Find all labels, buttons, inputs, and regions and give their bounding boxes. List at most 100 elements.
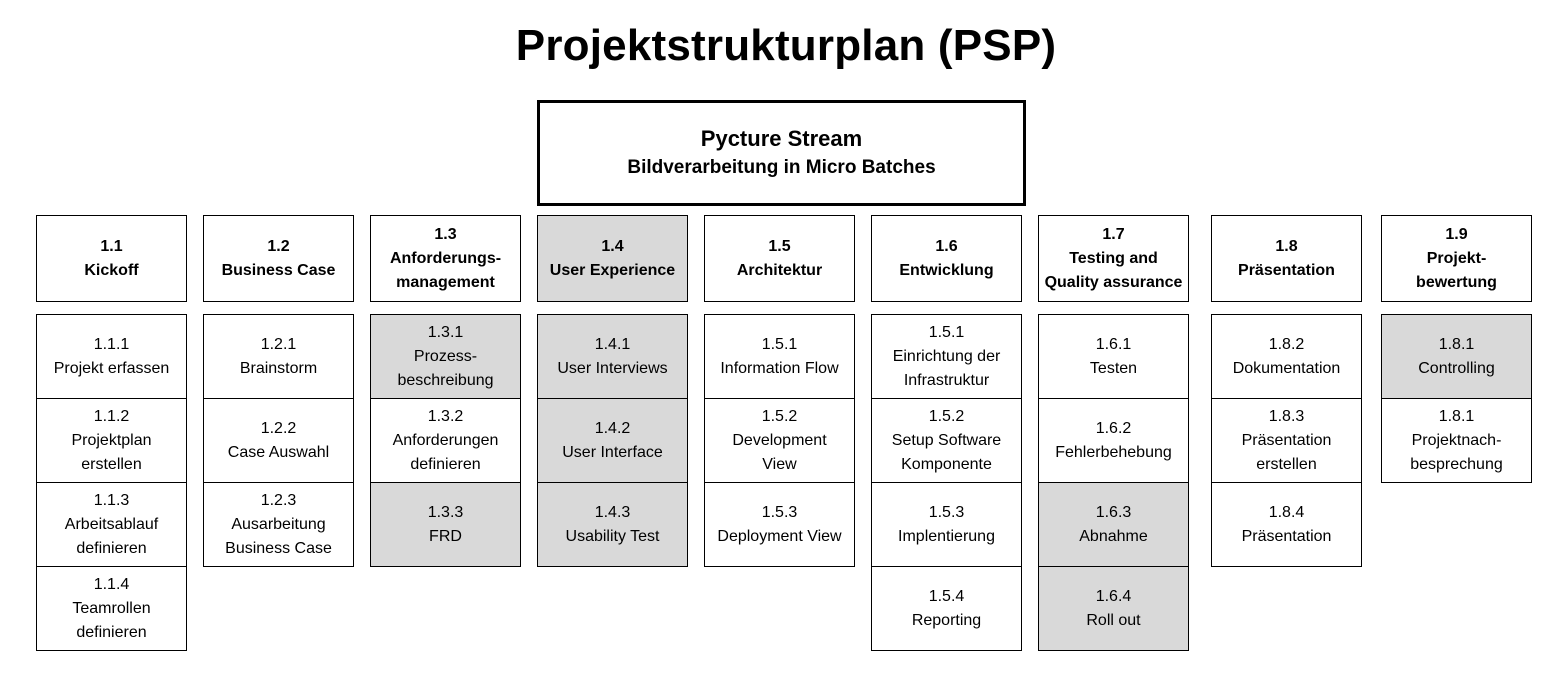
node-id: 1.7 — [1102, 225, 1125, 243]
node-id: 1.1.4 — [93, 575, 130, 593]
node-label: Abnahme — [1079, 527, 1148, 545]
node-id: 1.6 — [935, 237, 958, 255]
node-label: Information Flow — [720, 359, 839, 377]
node-label: Präsentation — [1241, 527, 1332, 545]
node-label: Development View — [732, 431, 827, 473]
node-label: Setup Software Komponente — [891, 431, 1002, 473]
node-id: 1.6.1 — [1095, 335, 1132, 353]
node-label: Usability Test — [565, 527, 660, 545]
node-label: Prozess- beschreibung — [397, 347, 494, 389]
node-label: Testing and Quality assurance — [1044, 249, 1183, 291]
node-label: User Interface — [562, 443, 663, 461]
node-id: 1.2 — [267, 237, 290, 255]
node-label: Implentierung — [898, 527, 995, 545]
node-id: 1.5.3 — [761, 503, 798, 521]
node-id: 1.5.4 — [928, 587, 965, 605]
node-id: 1.6.3 — [1095, 503, 1132, 521]
node-id: 1.3.3 — [427, 503, 464, 521]
node-id: 1.2.3 — [260, 491, 297, 509]
project-root-node: Pycture Stream Bildverarbeitung in Micro… — [537, 100, 1026, 206]
node-id: 1.8.4 — [1268, 503, 1305, 521]
node-label: Projekt- bewertung — [1416, 249, 1497, 291]
node-id: 1.5.3 — [928, 503, 965, 521]
node-id: 1.8.3 — [1268, 407, 1305, 425]
node-id: 1.4 — [601, 237, 624, 255]
node-id: 1.3.2 — [427, 407, 464, 425]
node-label: Projektplan erstellen — [71, 431, 152, 473]
node-id: 1.8.2 — [1268, 335, 1305, 353]
node-id: 1.4.2 — [594, 419, 631, 437]
node-id: 1.6.4 — [1095, 587, 1132, 605]
node-id: 1.3.1 — [427, 323, 464, 341]
node-id: 1.8.1 — [1438, 335, 1475, 353]
node-label: Deployment View — [717, 527, 842, 545]
node-label: User Interviews — [557, 359, 668, 377]
page-title: Projektstrukturplan (PSP) — [515, 21, 1057, 70]
node-label: Präsentation — [1238, 261, 1335, 279]
node-label: Business Case — [221, 261, 336, 279]
node-label: Projektnach- besprechung — [1410, 431, 1503, 473]
node-label: Anforderungen definieren — [392, 431, 499, 473]
project-name: Pycture Stream — [700, 126, 863, 151]
node-id: 1.1.1 — [93, 335, 130, 353]
node-id: 1.2.1 — [260, 335, 297, 353]
node-id: 1.1.2 — [93, 407, 130, 425]
node-id: 1.1.3 — [93, 491, 130, 509]
node-id: 1.5.1 — [761, 335, 798, 353]
node-label: Kickoff — [84, 261, 139, 279]
node-id: 1.4.1 — [594, 335, 631, 353]
project-subtitle: Bildverarbeitung in Micro Batches — [627, 157, 936, 178]
node-label: Case Auswahl — [227, 443, 330, 461]
node-id: 1.4.3 — [594, 503, 631, 521]
node-label: Fehlerbehebung — [1055, 443, 1172, 461]
node-id: 1.1 — [100, 237, 123, 255]
node-id: 1.3 — [434, 225, 457, 243]
node-id: 1.6.2 — [1095, 419, 1132, 437]
node-id: 1.2.2 — [260, 419, 297, 437]
node-id: 1.8 — [1275, 237, 1298, 255]
node-id: 1.5.2 — [928, 407, 965, 425]
node-label: Testen — [1089, 359, 1138, 377]
node-id: 1.5.2 — [761, 407, 798, 425]
node-label: FRD — [429, 527, 462, 545]
node-label: Teamrollen definieren — [72, 599, 151, 641]
node-label: Entwicklung — [899, 261, 994, 279]
node-label: Reporting — [911, 611, 982, 629]
node-label: Präsentation erstellen — [1241, 431, 1332, 473]
node-id: 1.5.1 — [928, 323, 965, 341]
